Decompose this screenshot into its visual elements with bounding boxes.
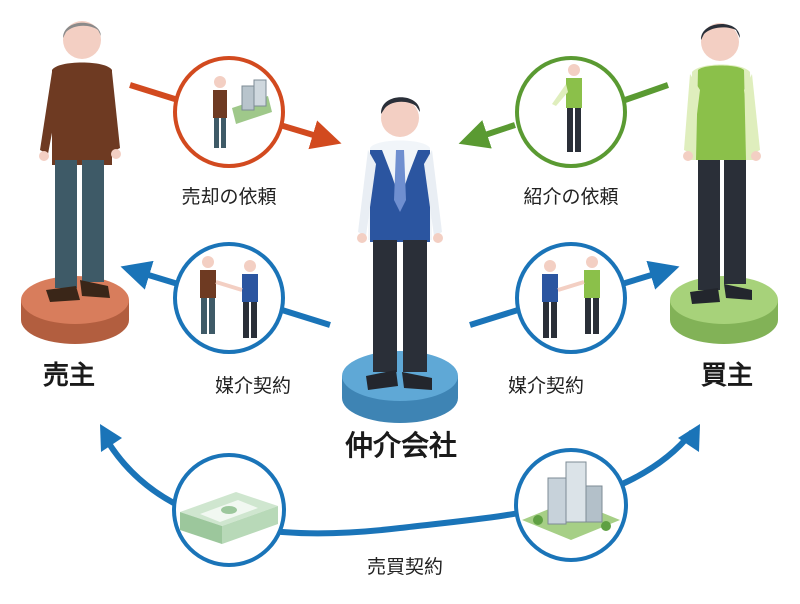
buyer-figure: [683, 23, 761, 304]
buyer-platform: [670, 276, 778, 344]
seller-platform: [21, 276, 129, 344]
arrow-seller-request: [129, 82, 342, 150]
seller-figure: [39, 21, 121, 302]
agent-figure: [357, 97, 443, 390]
arrow-buyer-request: [458, 82, 669, 149]
buildings-icon: [514, 448, 628, 562]
seller-agent-handshake-icon: [173, 242, 285, 354]
agent-buyer-handshake-icon: [515, 242, 627, 354]
seller-contract-label: 媒介契約: [214, 375, 292, 397]
buyer-contract-label: 媒介契約: [507, 375, 585, 397]
agent-platform: [342, 351, 458, 423]
sale-arrowhead-left: [100, 424, 122, 452]
seller-with-building-icon: [173, 56, 285, 168]
arrow-seller-contract: [120, 260, 331, 328]
cash-bundle-icon: [172, 453, 286, 567]
arrow-buyer-contract: [469, 260, 680, 328]
sale-arrowhead-right: [678, 424, 700, 452]
seller-request-label: 売却の依頼: [181, 186, 277, 208]
buyer-gesturing-icon: [515, 56, 627, 168]
buyer-request-label: 紹介の依頼: [523, 186, 619, 208]
seller-role-label: 売主: [42, 361, 96, 391]
buyer-role-label: 買主: [700, 361, 754, 391]
sale-contract-label: 売買契約: [366, 556, 444, 578]
agency-role-label: 仲介会社: [344, 429, 458, 462]
